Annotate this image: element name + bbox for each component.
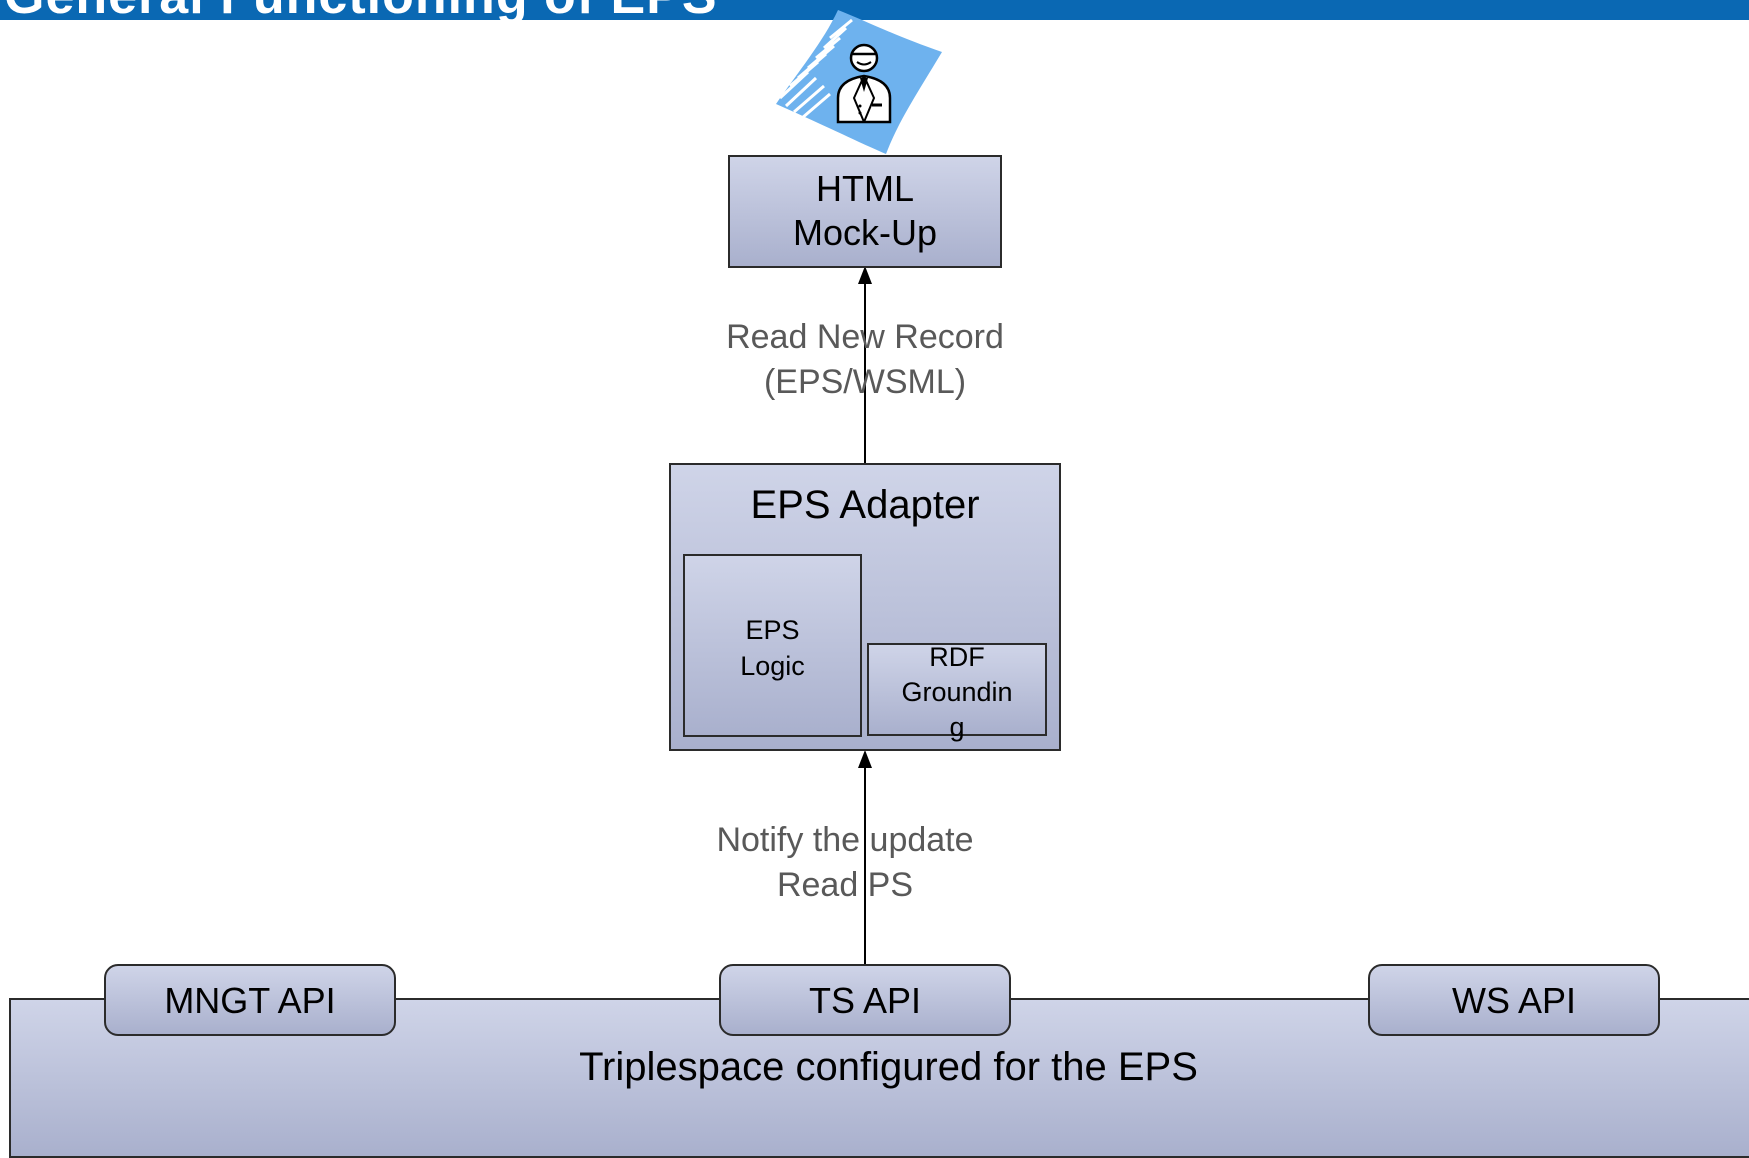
rdf-grounding-line1: RDF	[929, 642, 985, 672]
rdf-grounding-line3: g	[949, 712, 965, 742]
ws-api-label: WS API	[1451, 980, 1577, 1021]
header-bar: General Functioning of EPS	[0, 0, 1749, 20]
edge-label-notify: Notify the update Read PS	[680, 818, 1010, 908]
mngt-api-label: MNGT API	[164, 980, 336, 1021]
rdf-grounding-box: RDF Groundin g	[867, 642, 1047, 742]
page-title: General Functioning of EPS	[4, 0, 718, 20]
edge-label-read-record-line1: Read New Record	[726, 318, 1004, 356]
eps-logic-line2: Logic	[740, 651, 805, 681]
edge-label-read-record: Read New Record (EPS/WSML)	[700, 315, 1030, 405]
ts-api-label: TS API	[808, 980, 922, 1021]
ts-api-box: TS API	[719, 964, 1011, 1036]
arrow-head-mockup	[858, 266, 872, 284]
connector-arrows	[858, 266, 872, 964]
html-mockup-line2: Mock-Up	[792, 212, 938, 253]
eps-logic-line1: EPS	[745, 615, 800, 645]
doctor-user-icon	[776, 10, 942, 154]
mngt-api-box: MNGT API	[104, 964, 396, 1036]
eps-logic-box: EPS Logic	[683, 554, 862, 737]
html-mockup-box: HTML Mock-Up	[728, 155, 1002, 268]
edge-label-notify-line2: Read PS	[776, 866, 914, 904]
arrow-head-adapter	[858, 750, 872, 768]
ws-api-box: WS API	[1368, 964, 1660, 1036]
edge-label-read-record-line2: (EPS/WSML)	[763, 363, 967, 401]
triplespace-label: Triplespace configured for the EPS	[579, 1045, 1198, 1089]
html-mockup-line1: HTML	[816, 168, 914, 209]
edge-label-notify-line1: Notify the update	[716, 821, 974, 859]
rdf-grounding-line2: Groundin	[901, 677, 1013, 707]
eps-adapter-title: EPS Adapter	[750, 483, 980, 527]
